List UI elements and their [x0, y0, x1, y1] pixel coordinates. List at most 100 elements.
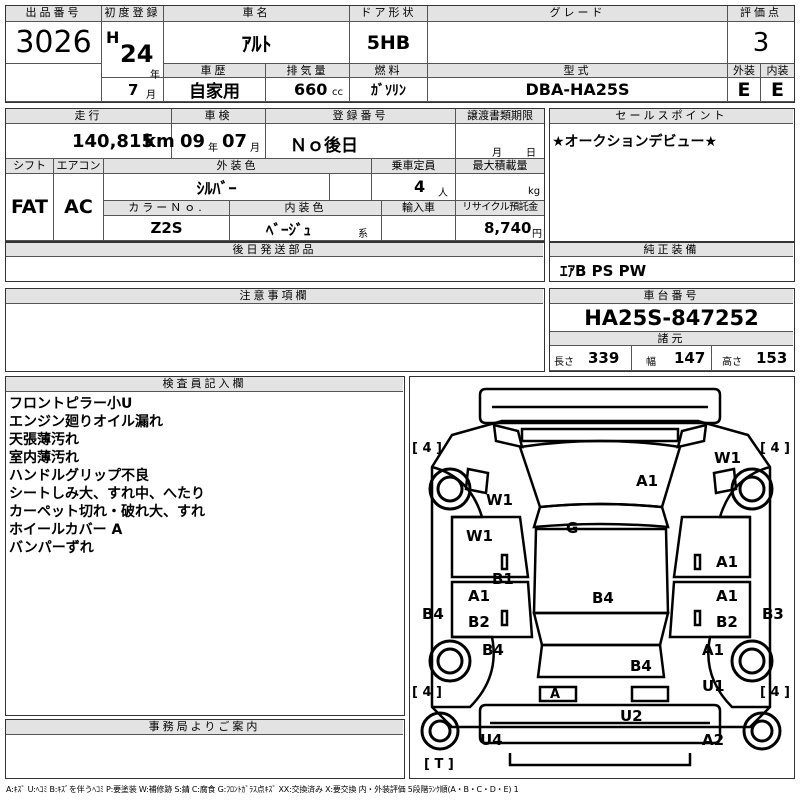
- ac-label: エアコン: [54, 159, 104, 174]
- mileage-cell: 140,815 km: [6, 124, 175, 159]
- note-line: エンジン廻りオイル漏れ: [9, 414, 163, 430]
- int-value: E: [761, 78, 794, 102]
- ac-value: AC: [54, 174, 104, 241]
- tire-mark-rr: [ 4 ]: [760, 685, 790, 700]
- reg-month-cell: 7 月: [102, 78, 164, 102]
- caution-box: 注意事項欄: [5, 288, 545, 372]
- note-line: ホイールカバー A: [9, 522, 123, 538]
- damage-mark: A: [550, 687, 561, 702]
- import-label: 輸入車: [382, 201, 456, 216]
- inspector-box: 検査員記入欄 フロントピラー小U エンジン廻りオイル漏れ 天張薄汚れ 室内薄汚れ…: [5, 376, 405, 716]
- interior-value: ﾍﾞｰｼﾞｭ: [266, 221, 312, 239]
- sales-box: セールスポイント ★オークションデビュー★: [549, 108, 795, 242]
- era: H: [106, 28, 120, 47]
- header-box: 出品番号 3026 初度登録 H 24 年 7 月 車名 ｱﾙﾄ ドア形状 5H…: [5, 5, 795, 103]
- reg-year-cell: H 24 年: [102, 22, 164, 81]
- history-value: 自家用: [164, 78, 266, 102]
- chassis-box: 車台番号 HA25S-847252 諸元 長さ 339 幅 147 高さ 153: [549, 288, 795, 372]
- damage-mark: B4: [482, 641, 504, 659]
- recycle-label: リサイクル預託金: [456, 201, 544, 216]
- reg-label: 初度登録: [102, 6, 164, 22]
- later-parts-label: 後日発送部品: [6, 243, 543, 257]
- reg-year: 24: [120, 40, 154, 68]
- damage-mark: B4: [630, 657, 652, 675]
- spec-hei-cell: 高さ 153: [712, 346, 793, 371]
- door-label: ドア形状: [350, 6, 428, 22]
- note-line: シートしみ大、すれ中、へたり: [9, 486, 205, 502]
- load-label: 最大積載量: [456, 159, 544, 174]
- note-line: フロントピラー小U: [9, 396, 133, 412]
- fuel-value: ｶﾞｿﾘﾝ: [350, 78, 428, 102]
- lot-number: 3026: [6, 22, 102, 64]
- transfer-cell: 月 日: [456, 124, 544, 159]
- spec-label: 諸元: [550, 332, 793, 346]
- office-box: 事務局よりご案内: [5, 719, 405, 779]
- equipment-text: ｴｱB PS PW: [560, 262, 647, 280]
- model-value: DBA-HA25S: [428, 78, 728, 102]
- grade-value: [428, 22, 728, 64]
- mileage-label: 走行: [6, 109, 172, 124]
- len-label: 長さ: [554, 357, 574, 368]
- regno-cell: Ｎｏ後日: [266, 124, 456, 159]
- reg-month: 7: [128, 81, 139, 99]
- tire-mark-rl: [ 4 ]: [412, 685, 442, 700]
- office-label: 事務局よりご案内: [6, 720, 403, 735]
- damage-mark: B2: [716, 613, 738, 631]
- damage-mark: B4: [422, 605, 444, 623]
- chassis-label: 車台番号: [550, 289, 793, 304]
- regno-label: 登録番号: [266, 109, 456, 124]
- car-name: ｱﾙﾄ: [164, 22, 350, 64]
- damage-mark: B4: [592, 589, 614, 607]
- damage-mark: A1: [468, 587, 491, 605]
- mileage-value: 140,815: [72, 131, 154, 152]
- import-cell: [382, 216, 456, 241]
- damage-mark: B2: [468, 613, 490, 631]
- score-label: 評価点: [728, 6, 794, 22]
- inspect-year: 09: [180, 131, 206, 152]
- door-type: 5HB: [350, 22, 428, 64]
- score-value: 3: [728, 22, 794, 64]
- caution-label: 注意事項欄: [6, 289, 543, 304]
- note-line: 天張薄汚れ: [9, 432, 79, 448]
- name-label: 車名: [164, 6, 350, 22]
- damage-mark: W1: [486, 491, 513, 509]
- transfer-day-unit: 日: [526, 148, 536, 159]
- shift-label: シフト: [6, 159, 54, 174]
- inspect-cell: 09 年 07 月: [172, 124, 266, 159]
- load-cell: kg: [456, 174, 544, 201]
- note-line: ハンドルグリップ不良: [9, 468, 149, 484]
- fuel-label: 燃料: [350, 64, 428, 78]
- damage-mark: A1: [702, 641, 725, 659]
- recycle-unit: 円: [532, 229, 542, 240]
- mileage-unit: km: [144, 131, 175, 152]
- damage-mark: B1: [492, 570, 514, 588]
- damage-mark: A1: [636, 472, 659, 490]
- color-extra: [330, 174, 372, 201]
- lot-blank: [6, 64, 102, 102]
- wid-value: 147: [674, 349, 706, 367]
- tire-mark-spare: [ T ]: [424, 757, 454, 772]
- sales-text: ★オークションデビュー★: [552, 134, 718, 150]
- legend-text: A:ｷｽﾞ U:ﾍｺﾐ B:ｷｽﾞを伴うﾍｺﾐ P:要塗装 W:補修跡 S:錆 …: [6, 785, 519, 794]
- details-box: 走行 140,815 km 車検 09 年 07 月 登録番号 Ｎｏ後日 譲渡書…: [5, 108, 545, 242]
- sales-label: セールスポイント: [550, 109, 793, 124]
- cap-label: 乗車定員: [372, 159, 456, 174]
- cap-value: 4: [414, 177, 426, 196]
- load-unit: kg: [528, 186, 541, 197]
- recycle-value: 8,740: [484, 219, 532, 237]
- equipment-box: 純正装備 ｴｱB PS PW: [549, 242, 795, 282]
- transfer-label: 譲渡書類期限: [456, 109, 544, 124]
- inspect-year-unit: 年: [208, 143, 218, 154]
- model-label: 型式: [428, 64, 728, 78]
- color-value: ｼﾙﾊﾞｰ: [104, 174, 330, 201]
- disp-label: 排気量: [266, 64, 350, 78]
- lot-label: 出品番号: [6, 6, 102, 22]
- regno-value: Ｎｏ後日: [290, 136, 358, 156]
- damage-mark: A1: [716, 587, 739, 605]
- ext-label: 外装: [728, 64, 761, 78]
- history-label: 車歴: [164, 64, 266, 78]
- note-line: カーペット切れ・破れ大、すれ: [9, 504, 205, 520]
- car-outline: [420, 387, 782, 767]
- interior-unit: 系: [358, 229, 368, 240]
- damage-mark: U2: [620, 707, 643, 725]
